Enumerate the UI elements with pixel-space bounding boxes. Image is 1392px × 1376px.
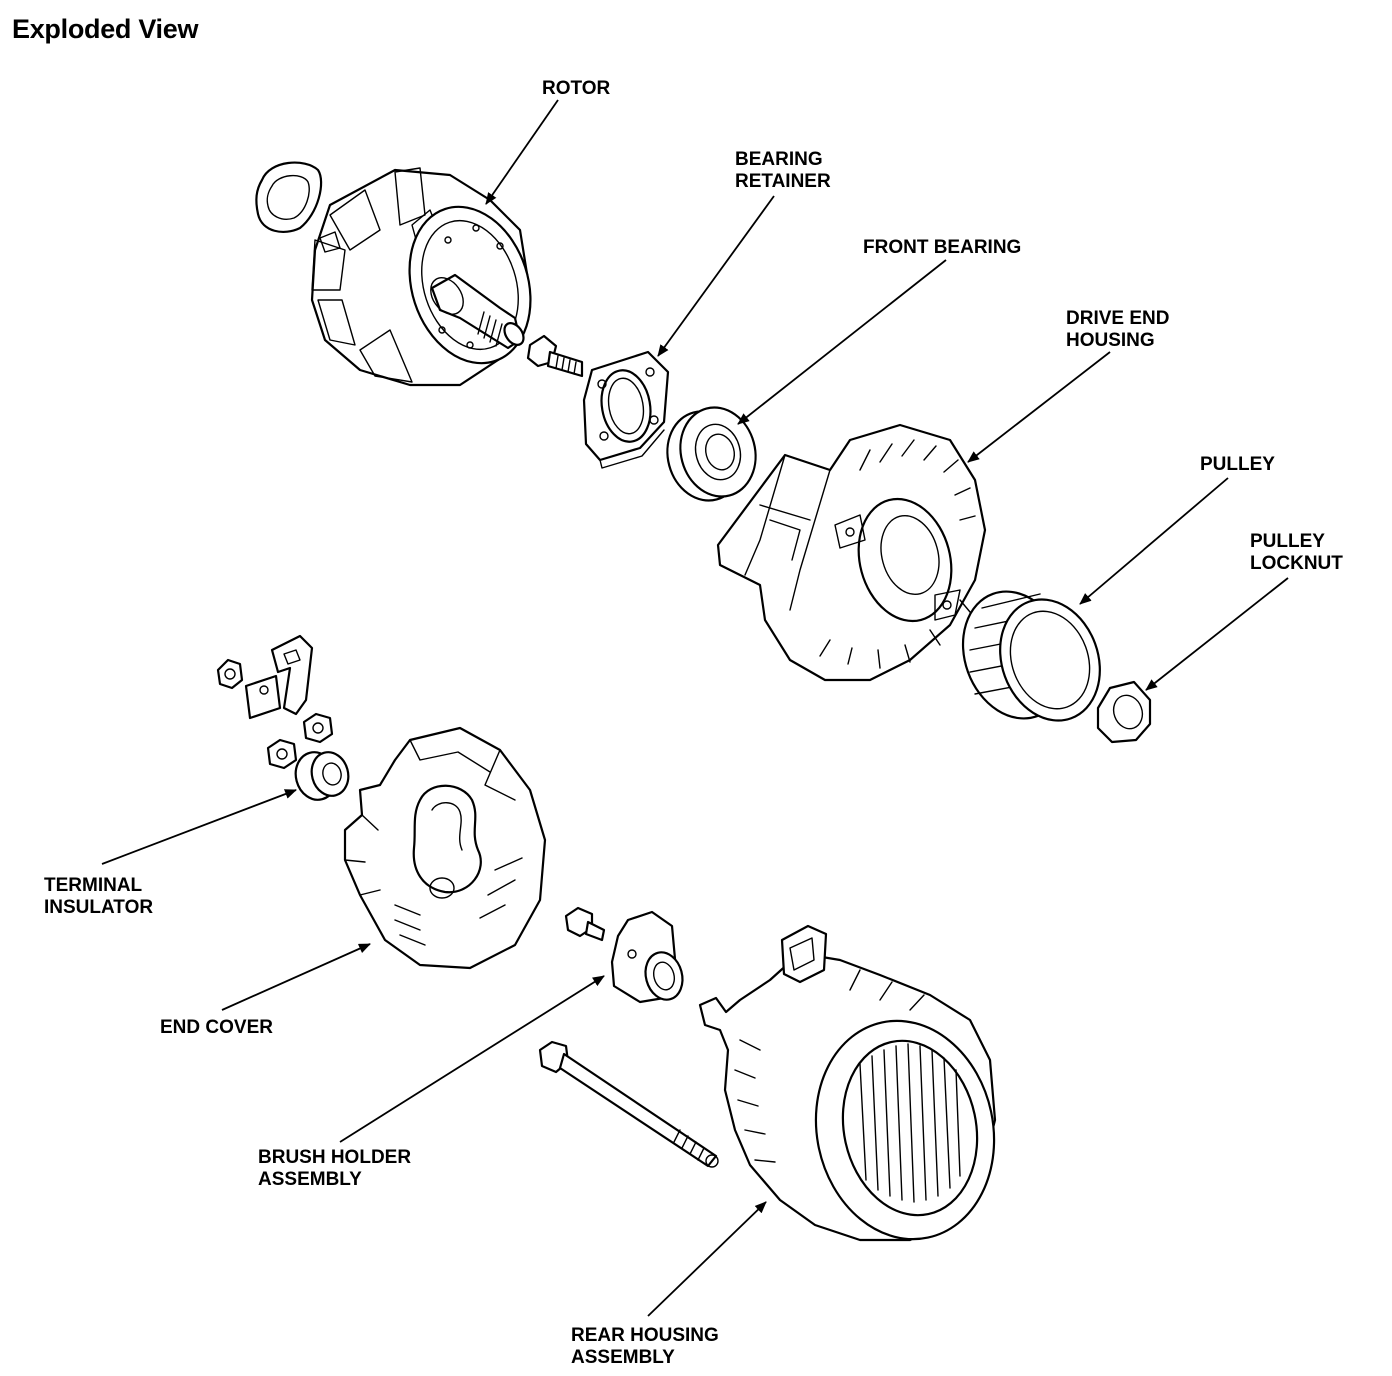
label-bearing-retainer: BEARING RETAINER	[735, 149, 831, 192]
front-bearing-part	[666, 406, 757, 502]
label-terminal-insulator: TERMINAL INSULATOR	[44, 875, 153, 918]
label-drive-end-housing: DRIVE END HOUSING	[1066, 308, 1169, 351]
svg-text:END COVER: END COVER	[160, 1017, 273, 1038]
svg-text:PULLEY: PULLEY	[1200, 454, 1275, 475]
leader-pulley-locknut	[1145, 577, 1289, 691]
svg-text:HOUSING: HOUSING	[1066, 330, 1155, 351]
svg-text:PULLEY: PULLEY	[1250, 531, 1325, 552]
page-title: Exploded View	[12, 14, 199, 44]
leader-terminal-insulator	[101, 789, 297, 865]
brush-holder-part	[564, 906, 684, 1004]
terminal-insulator-part	[294, 751, 350, 801]
pulley-part	[961, 590, 1101, 722]
leader-end-cover	[221, 943, 371, 1011]
rotor-part	[255, 161, 532, 387]
svg-text:TERMINAL: TERMINAL	[44, 875, 143, 896]
label-end-cover: END COVER	[160, 1017, 273, 1038]
svg-text:REAR HOUSING: REAR HOUSING	[571, 1325, 719, 1346]
leader-rotor	[485, 99, 559, 205]
svg-text:DRIVE END: DRIVE END	[1066, 308, 1169, 329]
svg-text:FRONT BEARING: FRONT BEARING	[863, 237, 1021, 258]
svg-text:LOCKNUT: LOCKNUT	[1250, 553, 1343, 574]
leader-lines	[101, 99, 1289, 1317]
leader-drive-end-housing	[967, 351, 1111, 463]
leader-rear-housing-assembly	[647, 1201, 767, 1317]
label-rotor: ROTOR	[542, 78, 611, 99]
retainer-screw	[526, 334, 584, 378]
svg-text:INSULATOR: INSULATOR	[44, 897, 153, 918]
through-bolt	[538, 1040, 719, 1168]
leader-front-bearing	[737, 259, 947, 425]
label-pulley-locknut: PULLEY LOCKNUT	[1250, 531, 1343, 574]
svg-text:BRUSH HOLDER: BRUSH HOLDER	[258, 1147, 411, 1168]
svg-text:BEARING: BEARING	[735, 149, 823, 170]
label-rear-housing-assembly: REAR HOUSING ASSEMBLY	[571, 1325, 719, 1368]
label-front-bearing: FRONT BEARING	[863, 237, 1021, 258]
terminal-hardware	[216, 634, 334, 770]
leader-pulley	[1079, 477, 1229, 605]
rear-housing-part	[698, 924, 997, 1242]
svg-text:ROTOR: ROTOR	[542, 78, 611, 99]
label-pulley: PULLEY	[1200, 454, 1275, 475]
end-cover-part	[343, 726, 547, 970]
pulley-locknut-part	[1096, 680, 1152, 744]
leader-brush-holder-assembly	[339, 975, 605, 1143]
svg-text:ASSEMBLY: ASSEMBLY	[571, 1347, 675, 1368]
svg-text:ASSEMBLY: ASSEMBLY	[258, 1169, 362, 1190]
leader-bearing-retainer	[657, 195, 775, 357]
svg-text:RETAINER: RETAINER	[735, 171, 831, 192]
drive-end-housing-part	[716, 423, 987, 682]
label-brush-holder-assembly: BRUSH HOLDER ASSEMBLY	[258, 1147, 411, 1190]
bearing-retainer-part	[582, 350, 670, 469]
